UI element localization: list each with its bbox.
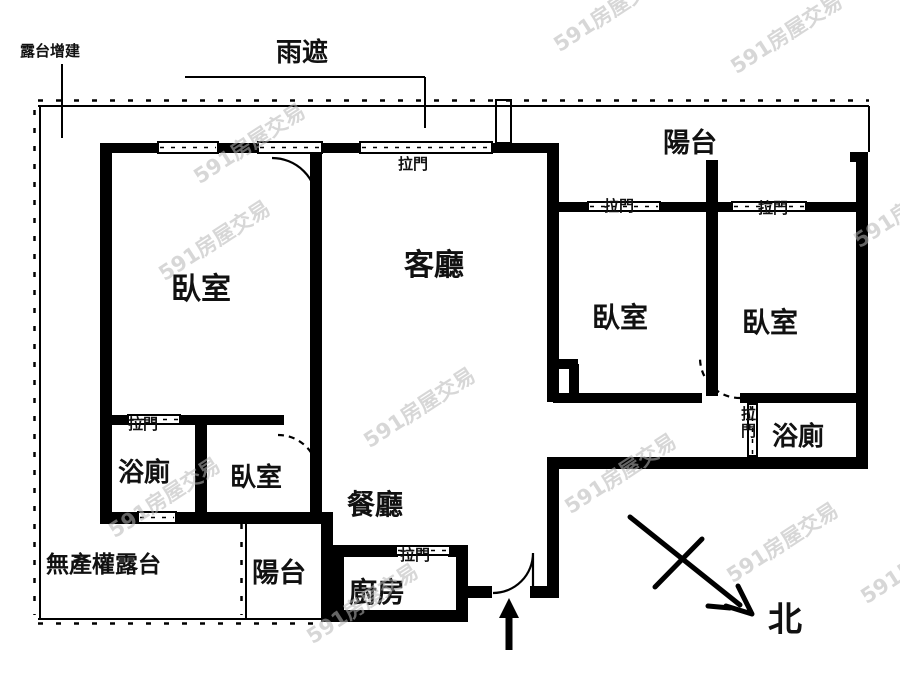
- sliding-door-balcony-right-label: 拉門: [758, 199, 789, 217]
- bathroom-left-label: 浴廁: [118, 458, 171, 488]
- bedroom-main-label: 臥室: [171, 272, 231, 307]
- north-label: 北: [768, 600, 802, 640]
- balcony-top-label: 陽台: [663, 128, 717, 159]
- balcony-bottom-label: 陽台: [252, 558, 306, 589]
- kitchen-label: 廚房: [349, 576, 406, 609]
- bedroom-small-label: 臥室: [230, 463, 283, 493]
- walls: [100, 143, 868, 622]
- entry-arrow-icon: [499, 598, 519, 650]
- dining-room-label: 餐廳: [347, 488, 404, 521]
- sliding-door-top-label: 拉門: [398, 155, 429, 173]
- north-arrow-icon: [627, 514, 755, 617]
- no-ownership-terrace-label: 無產權露台: [46, 552, 161, 578]
- bedroom-2-label: 臥室: [592, 301, 649, 334]
- windows: [127, 141, 807, 556]
- door-arcs: [271, 156, 741, 595]
- rain-cover-bracket: [61, 64, 426, 138]
- living-room-label: 客廳: [404, 248, 464, 283]
- sliding-door-kitchen-label: 拉門: [400, 546, 431, 564]
- rain-cover-label: 雨遮: [276, 38, 329, 68]
- sliding-door-balcony-left-label: 拉門: [604, 197, 635, 215]
- terrace-note-label: 露台增建: [20, 42, 81, 60]
- railing-lines: [33, 99, 870, 625]
- sliding-door-bath-left-label: 拉門: [128, 415, 159, 433]
- sliding-door-bath-right-label: 拉門: [739, 406, 757, 440]
- bathroom-right-label: 浴廁: [772, 422, 825, 452]
- bedroom-3-label: 臥室: [742, 306, 799, 339]
